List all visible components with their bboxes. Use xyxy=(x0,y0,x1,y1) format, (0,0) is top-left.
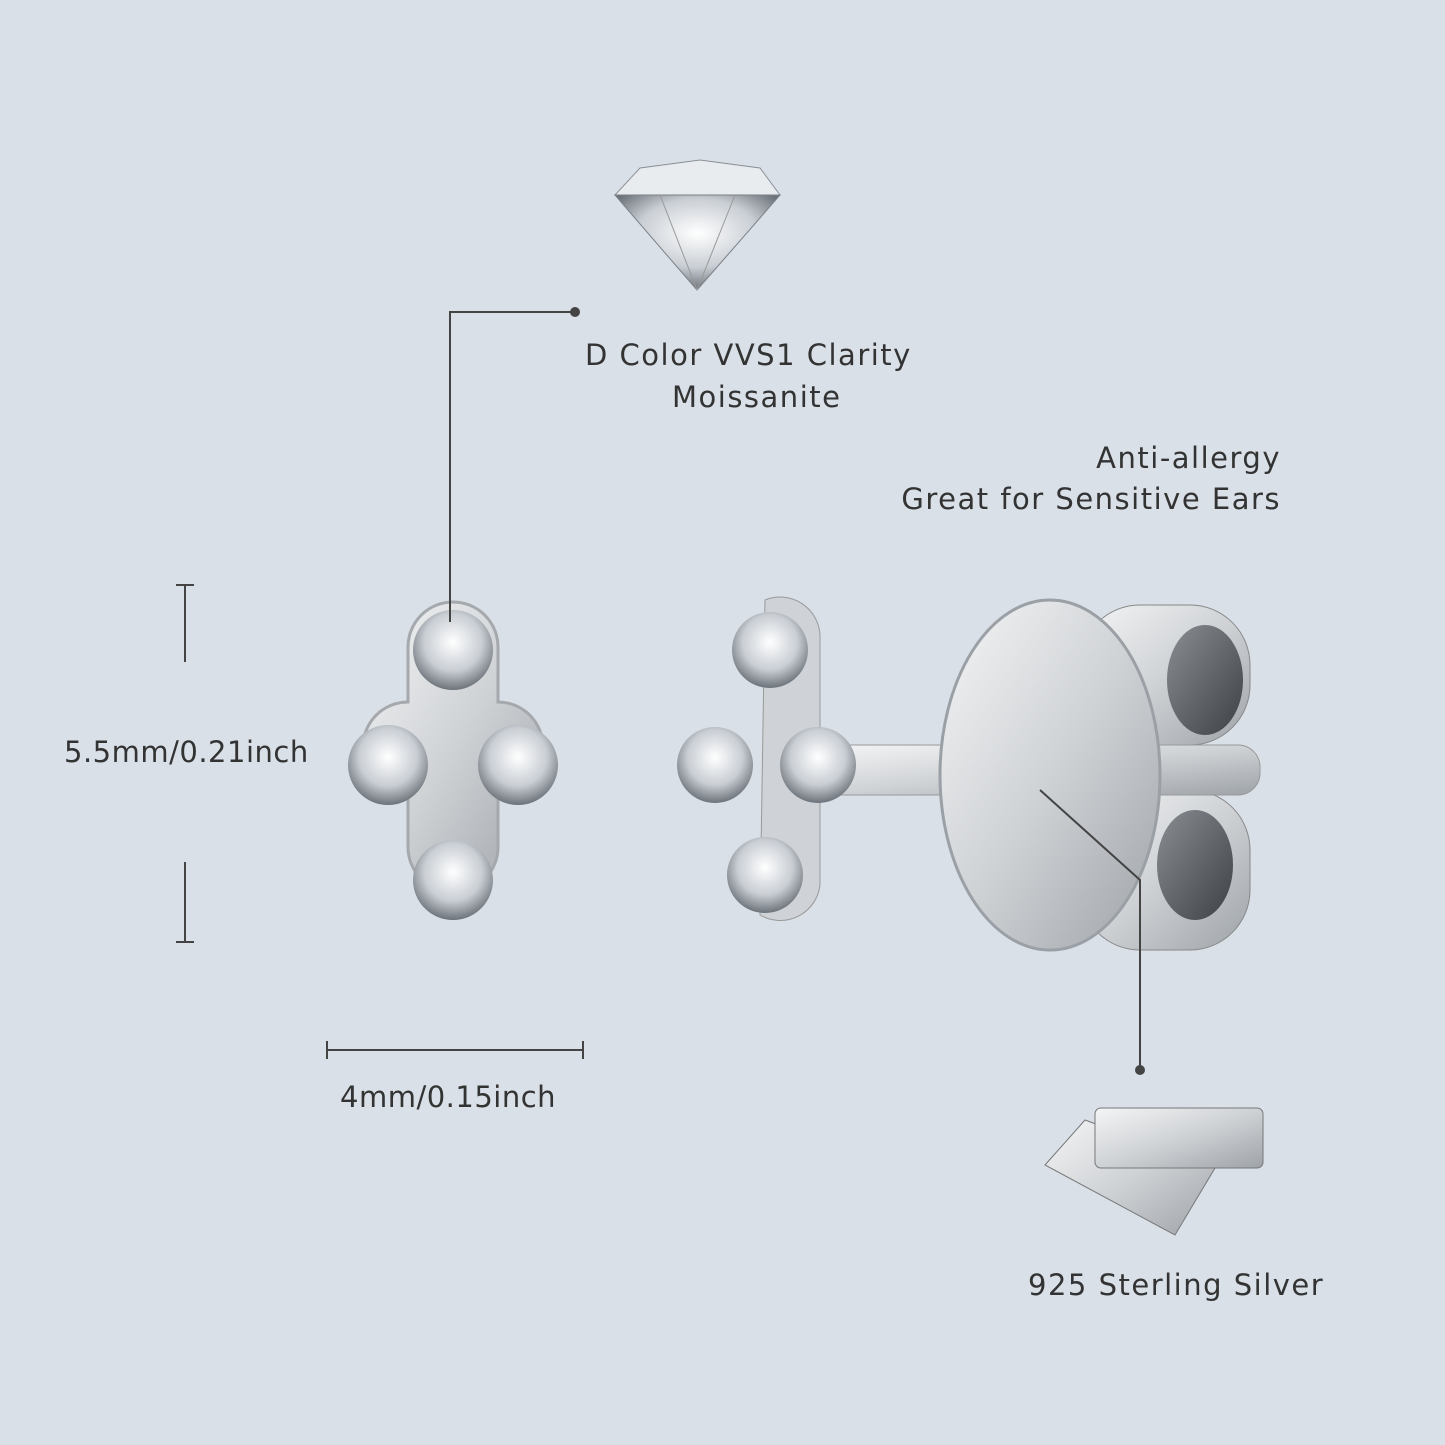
allergy-line1: Anti-allergy xyxy=(1096,441,1281,475)
callout-dot xyxy=(570,307,580,317)
callout-dot xyxy=(1135,1065,1145,1075)
metal-spec-label: 925 Sterling Silver xyxy=(1028,1268,1325,1302)
allergy-line2: Great for Sensitive Ears xyxy=(901,482,1281,516)
height-dimension-marker xyxy=(176,584,194,943)
width-dimension-marker xyxy=(326,1041,584,1059)
earring-front-view xyxy=(348,600,558,920)
moissanite-gem-image xyxy=(613,159,782,291)
earring-side-view xyxy=(677,596,1261,952)
width-dimension-label: 4mm/0.15inch xyxy=(340,1080,557,1114)
height-dimension-label: 5.5mm/0.21inch xyxy=(64,735,309,769)
silver-bars-image xyxy=(1044,1107,1264,1236)
stone-spec-line2: Moissanite xyxy=(672,380,842,414)
stone-spec-line1: D Color VVS1 Clarity xyxy=(585,338,912,372)
callout-lines xyxy=(449,311,1141,1070)
